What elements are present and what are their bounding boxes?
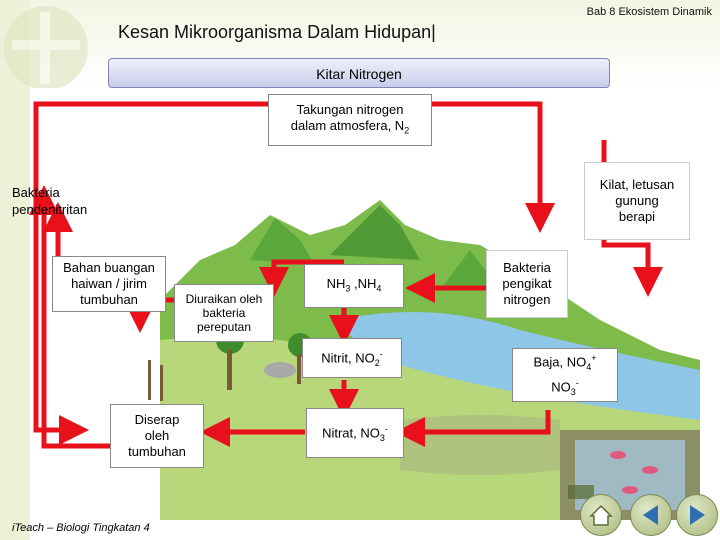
arrow-atmosphere-to-fixing <box>430 101 555 233</box>
lightning-line2: gunung <box>615 193 659 208</box>
fertilizer-b-sup: - <box>575 378 579 388</box>
sidebar-band <box>0 0 30 540</box>
lightning-box: Kilat, letusan gunung berapi <box>584 162 690 240</box>
nitrate-text: Nitrat, NO <box>322 424 380 440</box>
absorbed-line2: oleh <box>144 428 170 443</box>
arrow-absorbed-loop <box>29 185 110 449</box>
next-button[interactable] <box>676 494 718 536</box>
denitrifying-line2: pendenitritan <box>12 202 88 217</box>
denitrifying-line1: Bakteria <box>12 185 60 200</box>
fixing-line2: pengikat <box>502 276 552 291</box>
triangle-left-icon <box>643 505 658 525</box>
fertilizer-a-sup: + <box>591 353 597 364</box>
waste-box: Bahan buangan haiwan / jirim tumbuhan <box>52 256 166 312</box>
arrow-ammonia-branch <box>259 259 344 297</box>
lightning-line1: Kilat, letusan <box>599 177 675 192</box>
nitrite-text: Nitrit, NO <box>321 349 375 365</box>
footer-credit: iTeach – Biologi Tingkatan 4 <box>12 522 150 534</box>
home-button[interactable] <box>580 494 622 536</box>
decomposed-box: Diuraikan oleh bakteria pereputan <box>174 284 274 342</box>
section-banner: Kitar Nitrogen <box>108 58 610 88</box>
arrow-fertilizer-to-nitrate <box>395 410 551 447</box>
home-icon <box>589 504 613 526</box>
fertilizer-box: Baja, NO4+ NO3- <box>512 348 618 402</box>
nitrite-box: Nitrit, NO2- <box>302 338 402 378</box>
triangle-right-icon <box>690 505 705 525</box>
nitrite-sup: - <box>379 348 383 359</box>
lightning-line3: berapi <box>618 209 656 224</box>
nitrate-sub: 3 <box>379 432 385 443</box>
atmosphere-box: Takungan nitrogen dalam atmosfera, N2 <box>268 94 432 146</box>
ammonia-sep: ,NH <box>350 275 377 291</box>
prev-button[interactable] <box>630 494 672 536</box>
fertilizer-a: Baja, NO <box>533 354 587 370</box>
fixing-box: Bakteria pengikat nitrogen <box>486 250 568 318</box>
cycle-arrows <box>29 101 663 449</box>
fertilizer-a-sub: 4 <box>586 362 592 372</box>
atmosphere-sub: 2 <box>404 125 410 136</box>
absorbed-line3: tumbuhan <box>128 444 186 459</box>
denitrifying-label: Bakteria pendenitritan <box>12 184 87 218</box>
ammonia-nh: NH <box>326 275 346 291</box>
ammonia-sub-b: 4 <box>376 283 382 294</box>
arrow-atmosphere-to-denitrify-loop <box>33 101 270 445</box>
fertilizer-b-sub: 3 <box>570 386 576 397</box>
absorbed-line1: Diserap <box>134 412 180 427</box>
logo-watermark-icon <box>4 6 88 90</box>
atmosphere-line2: dalam atmosfera, N <box>290 117 405 133</box>
decomposed-line2: bakteria <box>202 306 246 320</box>
waste-line3: tumbuhan <box>80 292 138 307</box>
ammonia-sub-a: 3 <box>345 283 351 294</box>
waste-line1: Bahan buangan <box>63 260 155 275</box>
fixing-line3: nitrogen <box>503 292 551 307</box>
nitrate-box: Nitrat, NO3- <box>306 408 404 458</box>
decomposed-line3: pereputan <box>196 320 252 334</box>
atmosphere-line1: Takungan nitrogen <box>296 101 404 117</box>
ammonia-box: NH3 ,NH4 <box>304 264 404 308</box>
fixing-line1: Bakteria <box>503 260 551 275</box>
absorbed-box: Diserap oleh tumbuhan <box>110 404 204 468</box>
nitrate-sup: - <box>384 423 388 434</box>
page-title: Kesan Mikroorganisma Dalam Hidupan| <box>118 22 436 42</box>
chapter-label: Bab 8 Ekosistem Dinamik <box>586 6 712 18</box>
nitrite-sub: 2 <box>374 357 380 368</box>
decomposed-line1: Diuraikan oleh <box>185 292 263 306</box>
fertilizer-b: NO <box>551 379 571 395</box>
waste-line2: haiwan / jirim <box>71 276 147 291</box>
